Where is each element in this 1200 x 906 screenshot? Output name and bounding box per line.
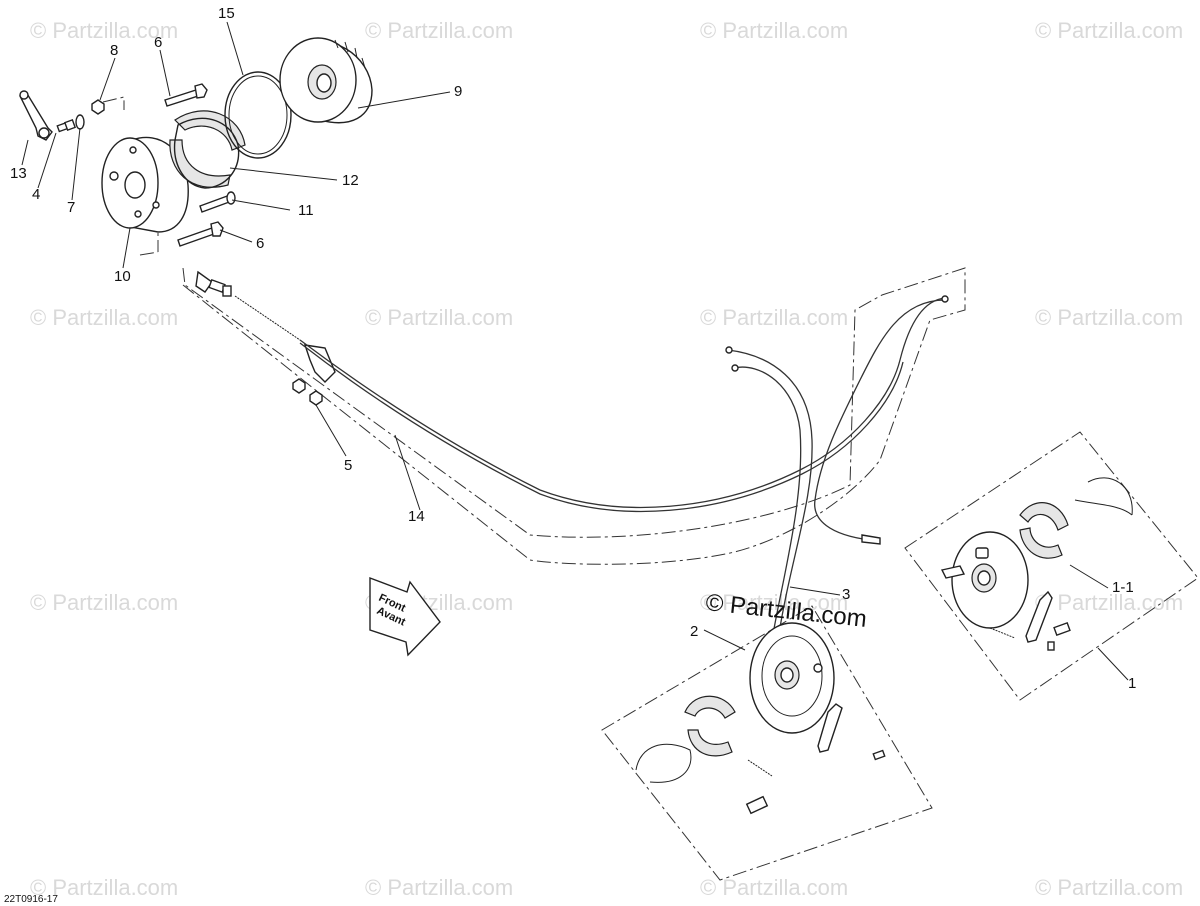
callout-label: 7 [67, 199, 75, 216]
watermark: © Partzilla.com [700, 305, 848, 330]
watermark: © Partzilla.com [365, 875, 513, 900]
watermark: © Partzilla.com [1035, 18, 1183, 43]
watermark: © Partzilla.com [700, 18, 848, 43]
watermark: © Partzilla.com [30, 875, 178, 900]
callout-label: 1-1 [1112, 579, 1134, 596]
brake-drum-part [279, 37, 373, 124]
callout-label: 13 [10, 165, 27, 182]
brake-kit-bottom [601, 605, 933, 881]
rear-brake-assembly [19, 21, 451, 269]
watermark: © Partzilla.com [1035, 305, 1183, 330]
callout-label: 1 [1128, 675, 1136, 692]
callout-label: 6 [154, 34, 162, 51]
callout-label: 9 [454, 83, 462, 100]
brake-kit-right [904, 431, 1199, 701]
watermark-layer: © Partzilla.com © Partzilla.com © Partzi… [30, 18, 1183, 900]
bolt-part-lower [177, 221, 224, 247]
watermark: © Partzilla.com [365, 305, 513, 330]
watermark: © Partzilla.com [700, 590, 848, 615]
watermark: © Partzilla.com [700, 875, 848, 900]
watermark: © Partzilla.com [30, 590, 178, 615]
callout-label: 3 [842, 586, 850, 603]
callout-label: 5 [344, 457, 352, 474]
pin-part [199, 191, 236, 213]
cable-assembly [182, 267, 966, 565]
cable-bracket-part [303, 344, 336, 383]
watermark: © Partzilla.com [1035, 590, 1183, 615]
brake-lever-part [19, 90, 53, 141]
callout-label: 11 [298, 202, 314, 219]
callout-label: 8 [110, 42, 118, 59]
watermark: © Partzilla.com [30, 18, 178, 43]
small-bolt-part [56, 118, 77, 133]
nut-part [91, 99, 105, 115]
watermark: © Partzilla.com [1035, 875, 1183, 900]
callout-label: 15 [218, 5, 235, 22]
callout-label: 10 [114, 268, 131, 285]
wing-nut-part [195, 270, 213, 293]
seal-ring-part [224, 71, 292, 159]
callout-label: 4 [32, 186, 40, 203]
watermark: © Partzilla.com [30, 305, 178, 330]
callout-label: 14 [408, 508, 425, 525]
callout-label: 2 [690, 623, 698, 640]
o-ring-part [75, 114, 85, 130]
callout-label: 6 [256, 235, 264, 252]
watermark: © Partzilla.com [365, 18, 513, 43]
brake-shoe-part [169, 110, 246, 189]
nut-part [292, 378, 306, 394]
callout-labels: 15 8 6 9 13 4 7 12 11 6 10 5 14 3 2 1-1 … [10, 5, 1136, 692]
drawing-code: 22T0916-17 [4, 894, 58, 905]
callout-label: 12 [342, 172, 359, 189]
backing-plate-part [101, 136, 189, 233]
nut-part [309, 390, 323, 406]
brake-cables-part [725, 295, 949, 641]
front-direction-arrow: Front Avant [369, 576, 441, 657]
bolt-part-upper [164, 83, 208, 107]
